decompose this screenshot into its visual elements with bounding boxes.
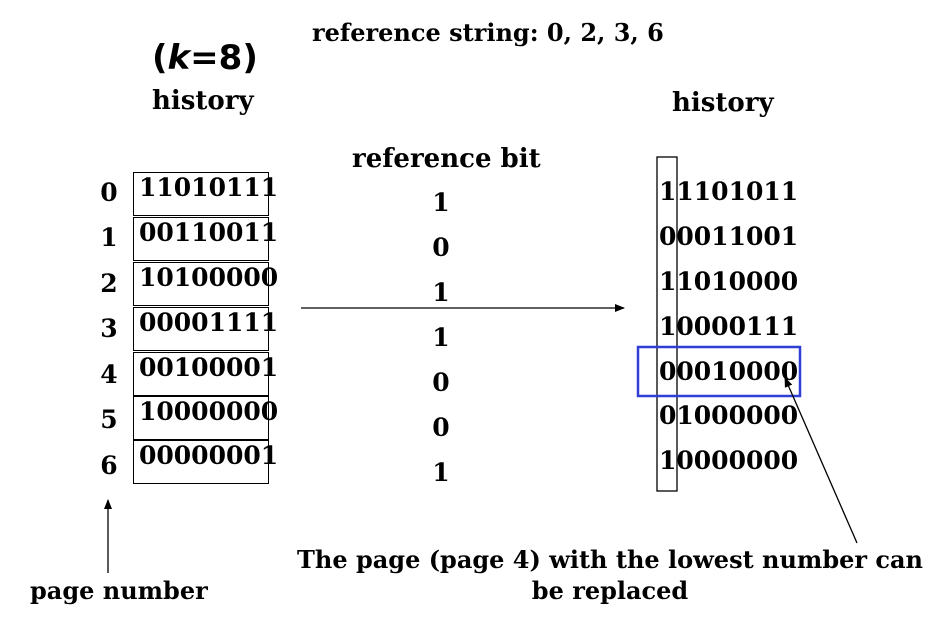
history-before-cell: 00110011 (133, 217, 278, 261)
reference-bit-value: 0 (432, 368, 450, 397)
page-number-2: 2 (100, 269, 118, 298)
history-before-cell: 00001111 (133, 307, 278, 351)
reference-string-title: reference string: 0, 2, 3, 6 (312, 18, 664, 47)
k-parameter-label: (k=8) (152, 38, 258, 78)
history-after-value: 01000000 (659, 401, 799, 430)
history-after-title: history (672, 88, 774, 118)
new-bit-column-box (656, 156, 678, 492)
history-before-cell: 00000001 (133, 440, 278, 484)
history-before-cell: 10100000 (133, 262, 278, 306)
history-after-value: 10000000 (659, 446, 799, 475)
history-after-value: 11101011 (659, 177, 799, 206)
reference-bit-value: 0 (432, 413, 450, 442)
reference-bit-value: 0 (432, 233, 450, 262)
page-number-6: 6 (100, 451, 118, 480)
k-open-paren: ( (152, 38, 168, 78)
reference-bit-title: reference bit (352, 144, 541, 174)
page-number-1: 1 (100, 223, 118, 252)
history-after-value: 10000111 (659, 312, 799, 341)
page-number-4: 4 (100, 360, 118, 389)
history-after-value: 00010000 (659, 357, 799, 386)
k-value: =8) (190, 38, 258, 78)
reference-bit-value: 1 (432, 278, 450, 307)
page-number-3: 3 (100, 314, 118, 343)
caption-pointer-arrow (784, 377, 858, 544)
page-number-0: 0 (100, 178, 118, 207)
history-before-cell: 00100001 (133, 352, 278, 396)
reference-bit-value: 1 (432, 323, 450, 352)
history-before-title: history (152, 86, 254, 116)
lowest-value-highlight (636, 345, 802, 398)
reference-bit-value: 1 (432, 188, 450, 217)
page-number-5: 5 (100, 405, 118, 434)
replacement-caption: The page (page 4) with the lowest number… (297, 545, 923, 605)
history-before-cell: 11010111 (133, 172, 278, 216)
history-after-value: 00011001 (659, 222, 799, 251)
history-before-cell: 10000000 (133, 396, 278, 440)
history-after-value: 11010000 (659, 267, 799, 296)
k-variable: k (167, 38, 191, 78)
reference-bit-value: 1 (432, 458, 450, 487)
page-number-label: page number (30, 576, 208, 605)
